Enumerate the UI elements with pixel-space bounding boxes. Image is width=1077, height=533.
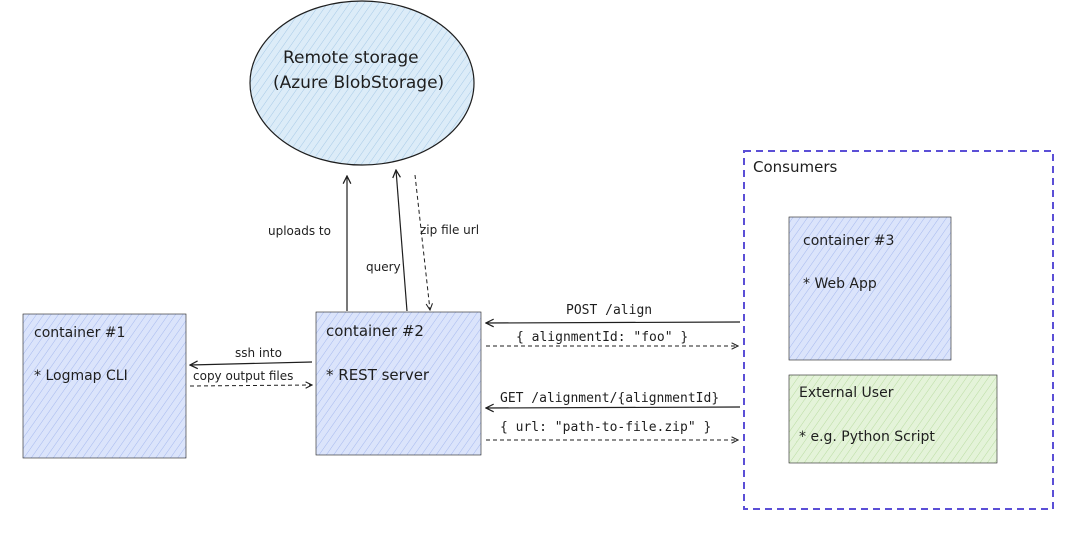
zip-file-url-label: zip file url [420,223,480,237]
alignment-id-response-label: { alignmentId: "foo" } [516,330,689,345]
ssh-into-label: ssh into [235,346,282,360]
remote-storage-title: Remote storage [283,48,419,68]
external-user-title: External User [799,385,894,401]
consumers-group-border [743,150,1054,510]
ssh-into-arrow [190,362,313,365]
container-2-title: container #2 [326,322,424,340]
copy-output-files-arrow [189,385,312,386]
query-arrow [396,170,408,312]
container-3-node [788,216,952,361]
post-align-arrow [486,322,741,323]
container-1-node [22,313,187,459]
consumers-title: Consumers [753,158,838,176]
external-user-node [788,374,998,464]
uploads-to-label: uploads to [268,224,331,238]
external-user-item: * e.g. Python Script [799,429,935,445]
container-3-title: container #3 [803,233,895,249]
remote-storage-subtitle: (Azure BlobStorage) [273,73,445,93]
url-response-label: { url: "path-to-file.zip" } [500,420,712,435]
container-1-title: container #1 [34,325,126,341]
get-alignment-arrow [486,407,741,408]
container-2-item: * REST server [326,366,430,384]
zip-file-url-arrow [414,174,430,310]
post-align-label: POST /align [566,303,653,318]
container-3-item: * Web App [803,276,877,292]
copy-output-files-label: copy output files [193,369,294,383]
container-2-node [315,311,482,456]
remote-storage-node [249,0,475,166]
container-1-item: * Logmap CLI [34,368,128,384]
get-alignment-label: GET /alignment/{alignmentId} [500,391,720,406]
query-label: query [366,260,401,274]
